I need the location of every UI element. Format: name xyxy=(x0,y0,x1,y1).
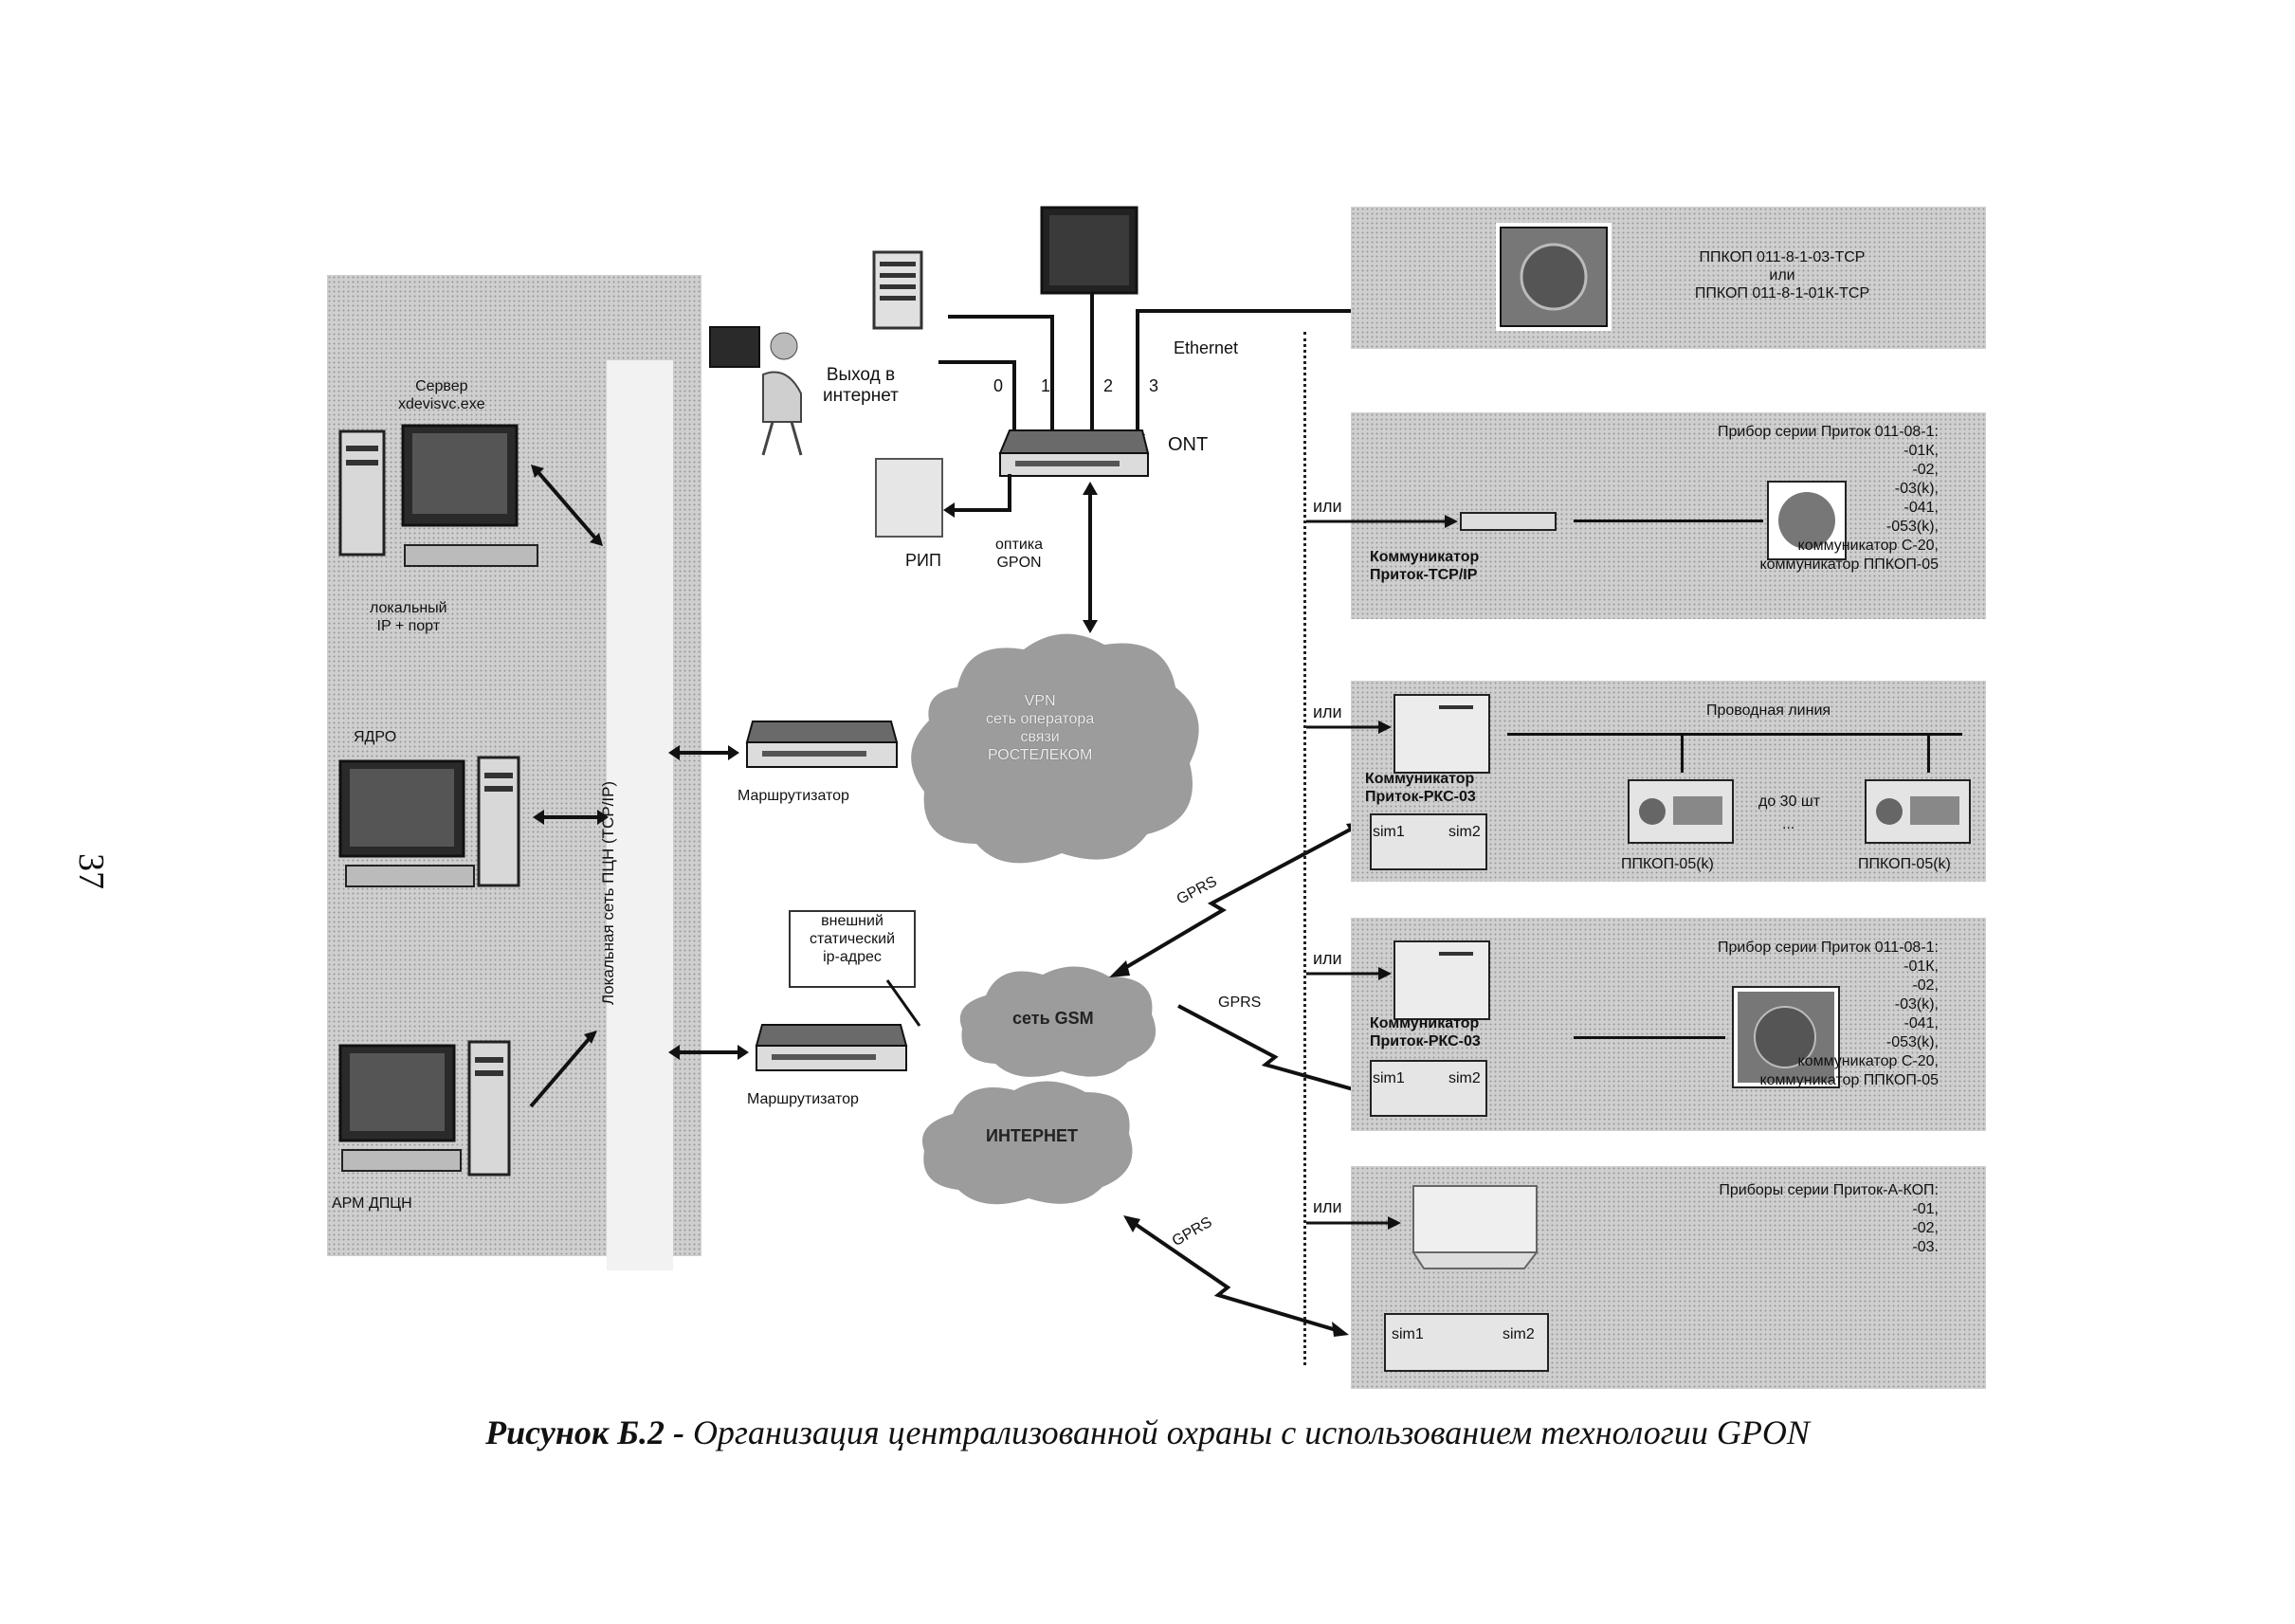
arm-label: АРМ ДПЦН xyxy=(332,1195,412,1212)
or-arrow-1 xyxy=(1306,515,1458,528)
or-label-3: или xyxy=(1313,949,1342,968)
panel5-sim1: sim1 xyxy=(1392,1326,1424,1342)
ppkop-tcp-device-icon xyxy=(1496,223,1612,331)
rip-box-icon xyxy=(875,458,943,538)
dots-label: ... xyxy=(1782,816,1795,832)
right-panel-2 xyxy=(1351,412,1986,619)
operator-icon xyxy=(709,326,803,456)
panel4-sim-box xyxy=(1370,1060,1487,1117)
panel3-comm-label: Коммуникатор Приток-РКС-03 xyxy=(1365,771,1476,805)
panel3-sim-box xyxy=(1370,813,1487,870)
server-link-arrow xyxy=(531,465,603,546)
gsm-cloud xyxy=(959,966,1157,1077)
ethernet-label: Ethernet xyxy=(1174,338,1239,357)
server-label: Сервер xdevisvc.exe xyxy=(398,378,485,412)
arm-link-arrow xyxy=(529,1031,597,1108)
panel4-sim2: sim2 xyxy=(1448,1070,1481,1086)
caption-text: Организация централизованной охраны с ис… xyxy=(692,1414,1810,1451)
port-3: 3 xyxy=(1149,376,1159,395)
router2-icon xyxy=(755,1024,908,1071)
or-label-1: или xyxy=(1313,497,1342,516)
router2-label: Маршрутизатор xyxy=(747,1091,859,1107)
server-rack-icon xyxy=(872,250,923,330)
wire-drop-2 xyxy=(1927,733,1930,773)
gprs-label-2: GPRS xyxy=(1218,994,1262,1011)
lan-to-router2-arrow xyxy=(668,1045,749,1060)
ont-to-vpn-arrow xyxy=(1083,482,1098,633)
port-2: 2 xyxy=(1103,376,1114,395)
panel2-text: Прибор серии Приток 011-08-1: -01К, -02,… xyxy=(1718,424,1939,573)
page-number: 37 xyxy=(71,853,111,889)
vpn-cloud xyxy=(911,633,1199,864)
comm-tcpip-device-icon xyxy=(1460,512,1557,531)
panel1-text: ППКОП 011-8-1-03-TCP или ППКОП 011-8-1-0… xyxy=(1694,249,1870,301)
vpn-cloud-label: VPN сеть оператора связи РОСТЕЛЕКОМ xyxy=(986,693,1095,763)
panel5-sim2: sim2 xyxy=(1503,1326,1535,1342)
monitor-icon xyxy=(1040,206,1138,295)
core-link-arrow xyxy=(533,810,609,825)
ont-to-rip-line xyxy=(943,474,1011,518)
external-ip-pointer xyxy=(885,979,921,1027)
internet-cloud-label: ИНТЕРНЕТ xyxy=(986,1126,1078,1145)
panel5-text: Приборы серии Приток-А-КОП: -01, -02, -0… xyxy=(1719,1182,1939,1255)
panel3-sim1: sim1 xyxy=(1373,824,1405,840)
router-label: Маршрутизатор xyxy=(738,788,849,804)
or-label-2: или xyxy=(1313,703,1342,721)
gprs-link-3 xyxy=(1123,1215,1349,1337)
panel2-comm-label: Коммуникатор Приток-TCP/IP xyxy=(1370,549,1480,583)
comm-rks-device-2-icon xyxy=(1393,940,1490,1020)
or-arrow-3 xyxy=(1306,967,1392,980)
ppkop05-device-2-icon xyxy=(1865,779,1971,844)
arm-computer-icon xyxy=(338,1040,511,1177)
port-1: 1 xyxy=(1041,376,1051,395)
ppkop05-label-1: ППКОП-05(k) xyxy=(1621,856,1714,872)
ppkop05-label-2: ППКОП-05(k) xyxy=(1858,856,1951,872)
or-arrow-2 xyxy=(1306,721,1392,734)
comm-rks-device-icon xyxy=(1393,694,1490,774)
local-ip-label: локальный IP + порт xyxy=(370,600,447,634)
figure-caption: Рисунок Б.2 - Организация централизованн… xyxy=(0,1413,2295,1452)
external-ip-label: внешний статический ip-адрес xyxy=(809,913,896,965)
ont-device-icon xyxy=(998,429,1150,477)
wire-line xyxy=(1507,733,1962,736)
core-computer-icon xyxy=(338,756,520,887)
ont-label: ONT xyxy=(1168,434,1209,455)
panel4-comm-label: Коммуникатор Приток-РКС-03 xyxy=(1370,1015,1481,1049)
router-icon xyxy=(745,721,899,768)
panel4-sim1: sim1 xyxy=(1373,1070,1405,1086)
panel5-sim-box xyxy=(1384,1313,1549,1372)
dotted-divider xyxy=(1303,332,1306,1365)
server-computer-icon xyxy=(338,424,538,567)
panel2-device-icon xyxy=(1767,481,1847,560)
lan-to-router-arrow xyxy=(668,745,739,760)
wire-label: Проводная линия xyxy=(1706,703,1831,719)
wire-drop-1 xyxy=(1681,733,1684,773)
akop-device-icon xyxy=(1412,1185,1539,1269)
upto-label: до 30 шт xyxy=(1758,794,1821,810)
external-ip-box xyxy=(789,910,916,988)
core-label: ЯДРО xyxy=(354,729,397,745)
lan-spine xyxy=(607,360,673,1270)
panel4-line xyxy=(1574,1036,1725,1039)
ppkop05-device-1-icon xyxy=(1628,779,1734,844)
panel4-device-icon xyxy=(1732,986,1840,1088)
panel4-text: Прибор серии Приток 011-08-1: -01К, -02,… xyxy=(1718,940,1939,1088)
panel2-line xyxy=(1574,520,1763,522)
internet-cloud xyxy=(922,1081,1133,1205)
rip-label: РИП xyxy=(905,551,941,570)
or-arrow-4 xyxy=(1306,1216,1401,1230)
or-label-4: или xyxy=(1313,1197,1342,1216)
panel3-sim2: sim2 xyxy=(1448,824,1481,840)
optics-label: оптика GPON xyxy=(995,537,1044,571)
caption-label: Рисунок Б.2 - xyxy=(485,1414,684,1451)
port-0: 0 xyxy=(993,376,1004,395)
right-panel-1 xyxy=(1351,207,1986,349)
gsm-cloud-label: сеть GSM xyxy=(1012,1009,1094,1028)
internet-exit-label: Выход в интернет xyxy=(823,365,899,406)
